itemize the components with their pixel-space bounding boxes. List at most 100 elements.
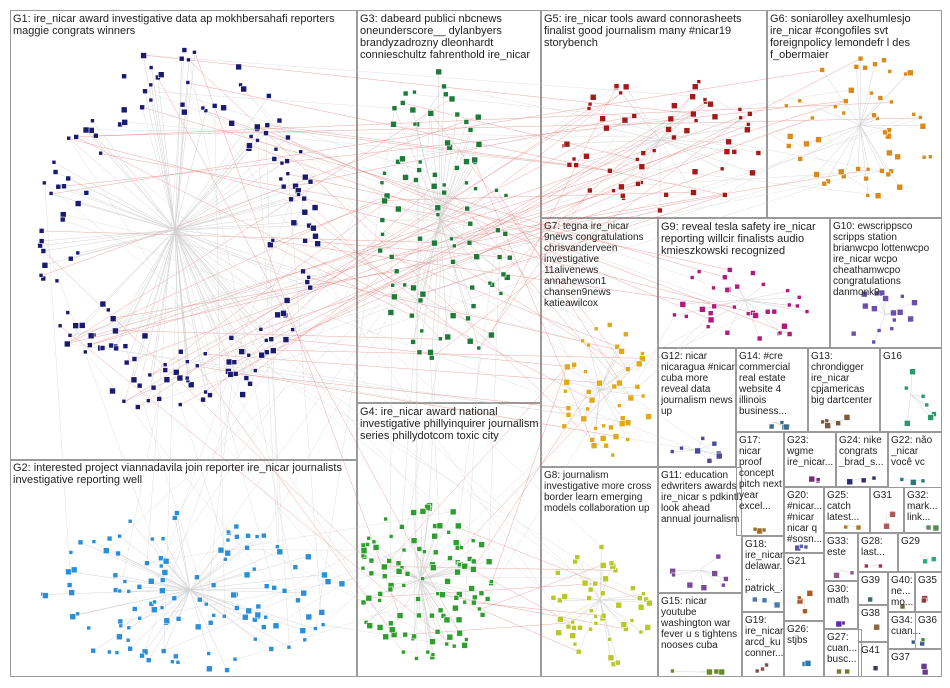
node-g5 (657, 207, 663, 214)
node-g13 (835, 420, 841, 427)
node-g12 (700, 436, 706, 441)
node-g3 (416, 167, 422, 173)
node-g1 (264, 338, 269, 343)
cross-edge (163, 525, 458, 652)
node-g4 (446, 633, 454, 641)
node-g10 (862, 302, 869, 310)
cross-edge (402, 102, 638, 161)
node-g8 (614, 659, 621, 666)
edge (394, 108, 441, 221)
node-g33 (833, 572, 840, 579)
node-g5 (638, 163, 646, 171)
edge (419, 579, 483, 616)
node-g2 (106, 649, 112, 655)
node-g3 (409, 312, 415, 319)
node-g5 (619, 192, 626, 199)
cross-edge (124, 159, 638, 403)
edge (174, 517, 191, 591)
nodes-g29 (922, 556, 937, 565)
cross-edge (235, 102, 707, 375)
nodes-g21 (796, 590, 814, 615)
cross-edge (188, 82, 725, 196)
cross-edge (157, 77, 460, 633)
edge (72, 589, 191, 617)
cross-edge (451, 118, 813, 240)
node-g5 (737, 107, 743, 112)
node-g8 (629, 618, 635, 623)
edge (174, 211, 305, 231)
edge (40, 229, 176, 246)
node-g2 (234, 605, 240, 611)
cross-edge (271, 229, 498, 340)
node-g11 (686, 581, 694, 589)
node-g1 (57, 323, 63, 329)
node-g7 (599, 435, 607, 442)
cross-edge (315, 108, 395, 630)
node-g1 (181, 47, 188, 53)
node-g12 (679, 445, 684, 451)
cross-edge (256, 129, 290, 648)
node-g2 (159, 605, 165, 610)
node-g2 (197, 596, 203, 603)
cross-edge (465, 602, 579, 652)
node-g16 (927, 414, 934, 421)
node-g11 (715, 553, 722, 560)
node-g4 (478, 590, 485, 597)
nodes-g40 (899, 603, 906, 610)
cross-edge (422, 194, 725, 294)
edge (174, 137, 289, 231)
node-g2 (125, 637, 131, 643)
node-g3 (450, 259, 456, 265)
nodes-g26 (801, 660, 812, 667)
node-g4 (376, 624, 384, 631)
edges-g5 (566, 82, 753, 211)
node-g9 (786, 331, 793, 337)
node-g5 (618, 90, 623, 96)
edge (558, 599, 601, 633)
node-g2 (206, 651, 211, 656)
node-g17 (756, 527, 763, 535)
group-box-g4 (357, 403, 541, 677)
node-g1 (108, 342, 114, 349)
edge (439, 162, 476, 221)
cross-edge (174, 86, 445, 519)
node-g4 (454, 568, 461, 576)
node-g2 (106, 535, 113, 542)
cross-edge (261, 169, 723, 331)
group-box-g20 (784, 487, 824, 553)
edge (824, 124, 861, 184)
node-g3 (467, 220, 474, 227)
edge (713, 288, 746, 301)
group-label-g34: G34: cuan... (891, 615, 922, 637)
edge (419, 543, 482, 581)
node-g2 (68, 589, 75, 596)
nodes-g35 (921, 595, 928, 604)
node-g2 (159, 587, 166, 594)
node-g5 (746, 122, 751, 127)
node-g2 (244, 544, 250, 551)
cross-edge (114, 330, 441, 340)
node-g1 (54, 278, 60, 284)
node-g3 (388, 254, 395, 260)
edge (67, 571, 191, 591)
node-g2 (304, 553, 312, 561)
nodes-g39 (867, 596, 873, 603)
node-g4 (464, 637, 469, 642)
node-g18 (752, 596, 758, 603)
edge (363, 549, 421, 581)
node-g20 (803, 544, 809, 550)
node-g1 (40, 248, 47, 254)
node-g9 (684, 314, 689, 319)
node-g7 (627, 394, 635, 402)
node-g4 (471, 599, 477, 606)
edges-g11 (672, 556, 726, 588)
edge (599, 599, 626, 626)
edge (674, 299, 746, 316)
group-label-g8: G8: journalism investigative more cross … (544, 470, 655, 514)
node-g2 (217, 546, 225, 554)
node-g3 (409, 106, 417, 114)
node-g3 (379, 180, 385, 186)
node-g4 (368, 557, 375, 564)
edge (380, 219, 441, 251)
node-g3 (496, 254, 503, 260)
